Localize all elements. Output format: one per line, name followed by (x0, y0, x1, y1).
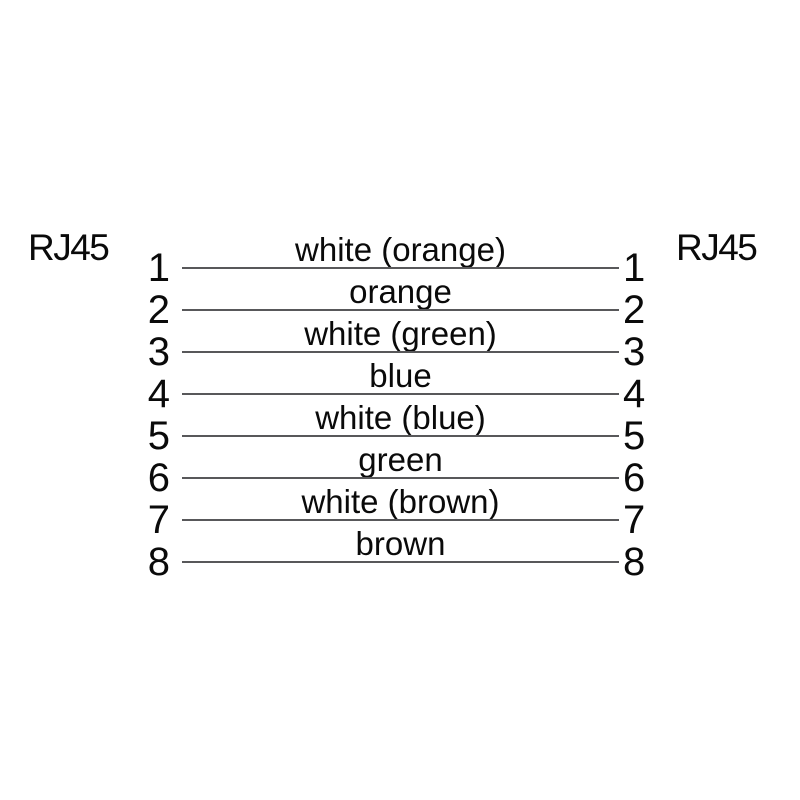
wire-color-label: white (orange) (295, 231, 506, 268)
pin-number-left: 8 (147, 540, 170, 584)
connector-label-right: RJ45 (676, 227, 758, 268)
wire-line (182, 309, 619, 311)
wire-line (182, 351, 619, 353)
wire-color-label: brown (355, 525, 446, 562)
wire-color-label: white (blue) (315, 399, 486, 436)
wire-color-label: white (green) (304, 315, 497, 352)
pin-number-right: 6 (623, 456, 646, 500)
wire-color-label: orange (349, 273, 452, 310)
wire-color-label: green (358, 441, 443, 478)
wire-line (182, 519, 619, 521)
pin-number-right: 3 (623, 330, 646, 374)
wire-line (182, 561, 619, 563)
pin-number-right: 2 (623, 288, 646, 332)
pin-number-right: 7 (623, 498, 646, 542)
pin-number-left: 6 (147, 456, 170, 500)
wire-color-label: white (brown) (301, 483, 500, 520)
pin-number-right: 4 (623, 372, 646, 416)
wire-line (182, 267, 619, 269)
wire-line (182, 435, 619, 437)
pin-number-right: 8 (623, 540, 646, 584)
pin-number-left: 1 (147, 246, 170, 290)
pin-number-left: 5 (147, 414, 170, 458)
wire-line (182, 393, 619, 395)
wire-line (182, 477, 619, 479)
pin-number-left: 7 (147, 498, 170, 542)
pin-number-left: 2 (147, 288, 170, 332)
pin-number-right: 5 (623, 414, 646, 458)
connector-label-left: RJ45 (28, 227, 110, 268)
pin-number-left: 4 (147, 372, 170, 416)
pin-number-left: 3 (147, 330, 170, 374)
wire-color-label: blue (369, 357, 432, 394)
pin-number-right: 1 (623, 246, 646, 290)
